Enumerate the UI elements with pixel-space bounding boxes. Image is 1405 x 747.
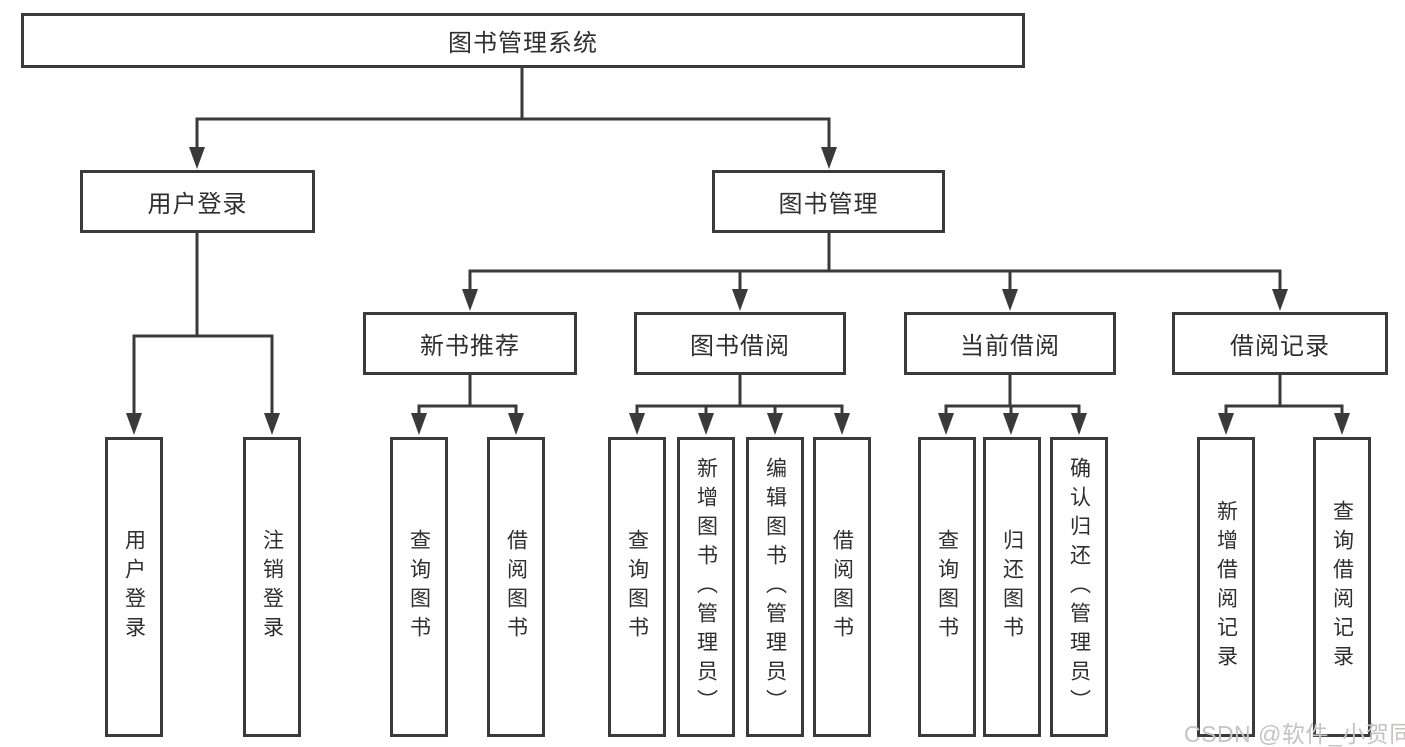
arrowhead: [1334, 413, 1350, 435]
arrowhead: [1218, 413, 1234, 435]
connector-user-login: [132, 233, 274, 414]
connector-book-management: [468, 233, 1282, 290]
leaf-query-books: 查询图书: [390, 437, 448, 737]
arrowhead: [732, 289, 748, 311]
leaf-label: 编辑图书（管理员）: [763, 456, 787, 718]
node-user-login: 用户登录: [80, 170, 315, 233]
leaf-label: 新增图书（管理员）: [694, 456, 718, 718]
leaf-add-borrow-record: 新增借阅记录: [1197, 437, 1255, 737]
node-book-management: 图书管理: [712, 170, 945, 233]
arrowhead: [1002, 289, 1018, 311]
leaf-query-books: 查询图书: [608, 437, 666, 737]
arrowhead: [629, 413, 645, 435]
leaf-label: 确认归还（管理员）: [1067, 456, 1091, 718]
arrowhead: [1272, 289, 1288, 311]
leaf-label: 查询图书: [935, 529, 959, 645]
arrowhead: [462, 289, 478, 311]
connector-borrow-records: [1224, 375, 1344, 414]
node-current-borrow: 当前借阅: [904, 312, 1116, 375]
connector-current-borrow: [944, 375, 1081, 414]
arrowhead: [126, 413, 142, 435]
arrowhead: [411, 413, 427, 435]
leaf-label: 注销登录: [260, 529, 284, 645]
connector-root: [195, 68, 831, 149]
leaf-query-borrow-record: 查询借阅记录: [1313, 437, 1371, 737]
node-label: 图书借阅: [690, 333, 790, 360]
leaf-label: 查询借阅记录: [1330, 500, 1354, 674]
arrowhead: [1003, 413, 1019, 435]
leaf-edit-books-admin: 编辑图书（管理员）: [746, 437, 804, 737]
connector-book-borrow: [635, 375, 844, 414]
leaf-query-books: 查询图书: [918, 437, 976, 737]
node-library-management-system: 图书管理系统: [21, 13, 1025, 68]
arrowhead: [767, 413, 783, 435]
arrowhead: [1071, 413, 1087, 435]
node-label: 当前借阅: [960, 333, 1060, 360]
leaf-label: 用户登录: [122, 529, 146, 645]
arrowhead: [821, 147, 837, 169]
node-label: 新书推荐: [420, 333, 520, 360]
leaf-confirm-return-admin: 确认归还（管理员）: [1050, 437, 1108, 737]
node-label: 用户登录: [147, 191, 248, 218]
leaf-label: 新增借阅记录: [1214, 500, 1238, 674]
arrowheads: [126, 147, 1350, 435]
leaf-borrow-books: 借阅图书: [487, 437, 545, 737]
node-label: 借阅记录: [1230, 333, 1330, 360]
leaf-return-books: 归还图书: [983, 437, 1041, 737]
connector-new-book: [417, 375, 518, 414]
node-label: 图书管理: [778, 191, 879, 218]
node-borrow-records: 借阅记录: [1172, 312, 1388, 375]
leaf-label: 查询图书: [407, 529, 431, 645]
arrowhead: [698, 413, 714, 435]
leaf-label: 借阅图书: [830, 529, 854, 645]
leaf-label: 查询图书: [625, 529, 649, 645]
leaf-label: 借阅图书: [504, 529, 528, 645]
leaf-user-login: 用户登录: [105, 437, 163, 737]
arrowhead: [264, 413, 280, 435]
leaf-logout: 注销登录: [243, 437, 301, 737]
leaf-add-books-admin: 新增图书（管理员）: [677, 437, 735, 737]
arrowhead: [508, 413, 524, 435]
node-book-borrow: 图书借阅: [634, 312, 846, 375]
node-label: 图书管理系统: [448, 30, 598, 57]
leaf-label: 归还图书: [1000, 529, 1024, 645]
leaf-borrow-books: 借阅图书: [813, 437, 871, 737]
arrowhead: [938, 413, 954, 435]
arrowhead: [189, 147, 205, 169]
node-new-book-recommend: 新书推荐: [363, 312, 577, 375]
csdn-watermark: CSDN @软件_小贺同学: [1184, 721, 1405, 747]
arrowhead: [834, 413, 850, 435]
